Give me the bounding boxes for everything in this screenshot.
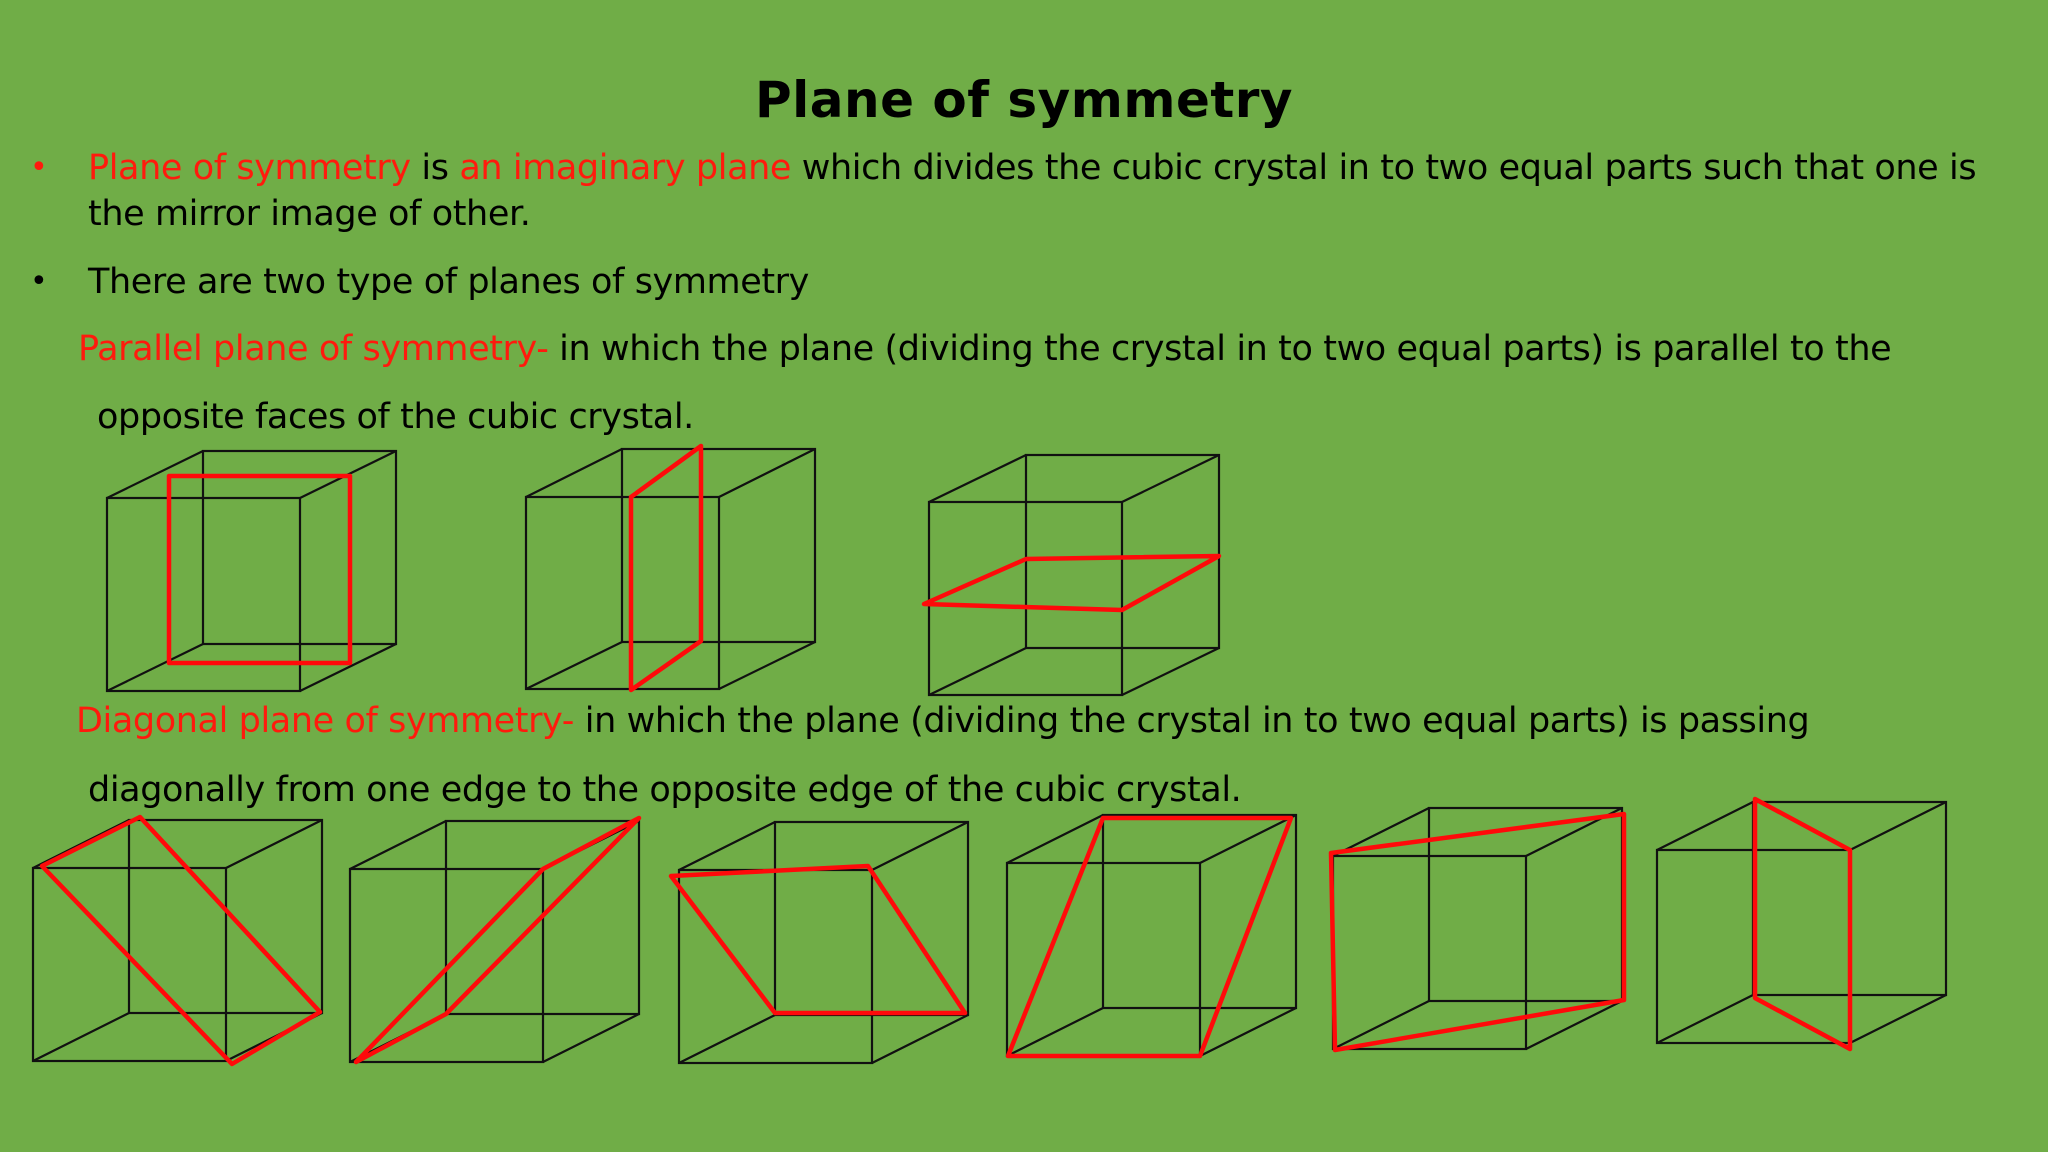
plane-diagonal-3 — [668, 863, 968, 1016]
plane-parallel-front — [166, 473, 353, 666]
diagonal-cube-3 — [668, 820, 970, 1065]
diagonal-cube-2 — [348, 815, 642, 1065]
parallel-plane-description: in which the plane (dividing the crystal… — [548, 329, 1892, 369]
diagonal-plane-description: in which the plane (dividing the crystal… — [574, 701, 1810, 741]
diagonal-cube-1 — [31, 814, 324, 1067]
bullet-1-connector: is — [410, 148, 460, 188]
diagonal-plane-line-1: Diagonal plane of symmetry- in which the… — [76, 698, 1810, 744]
term-plane-of-symmetry: Plane of symmetry — [88, 148, 411, 188]
plane-parallel-side — [628, 443, 704, 693]
diagonal-plane-label: Diagonal plane of symmetry- — [76, 701, 575, 741]
parallel-plane-label: Parallel plane of symmetry- — [78, 329, 549, 369]
plane-diagonal-1 — [39, 814, 323, 1067]
plane-diagonal-5 — [1328, 811, 1627, 1053]
bullet-2-text: There are two type of planes of symmetry — [88, 262, 809, 302]
bullet-marker-2: • — [30, 264, 48, 299]
parallel-cube-3 — [921, 453, 1222, 697]
parallel-cube-2 — [524, 443, 817, 693]
parallel-plane-line-1: Parallel plane of symmetry- in which the… — [78, 326, 1892, 372]
plane-diagonal-6 — [1752, 796, 1853, 1052]
bullet-1-line-2: the mirror image of other. — [88, 194, 531, 234]
term-imaginary-plane: an imaginary plane — [459, 148, 792, 188]
parallel-cube-1 — [105, 449, 398, 693]
diagonal-plane-line-2: diagonally from one edge to the opposite… — [88, 770, 1242, 810]
diagonal-cube-6 — [1655, 796, 1948, 1052]
plane-diagonal-4 — [1005, 815, 1294, 1059]
plane-diagonal-2 — [353, 815, 642, 1065]
diagonal-cube-5 — [1328, 806, 1627, 1053]
bullet-1-line-1: Plane of symmetry is an imaginary plane … — [88, 145, 1977, 191]
bullet-1-rest: which divides the cubic crystal in to tw… — [791, 148, 1977, 188]
bullet-marker-1: • — [30, 150, 48, 185]
diagonal-cube-4 — [1005, 813, 1298, 1059]
parallel-plane-line-2: opposite faces of the cubic crystal. — [97, 397, 694, 437]
plane-parallel-horizontal — [921, 553, 1222, 613]
slide-title: Plane of symmetry — [754, 71, 1294, 129]
